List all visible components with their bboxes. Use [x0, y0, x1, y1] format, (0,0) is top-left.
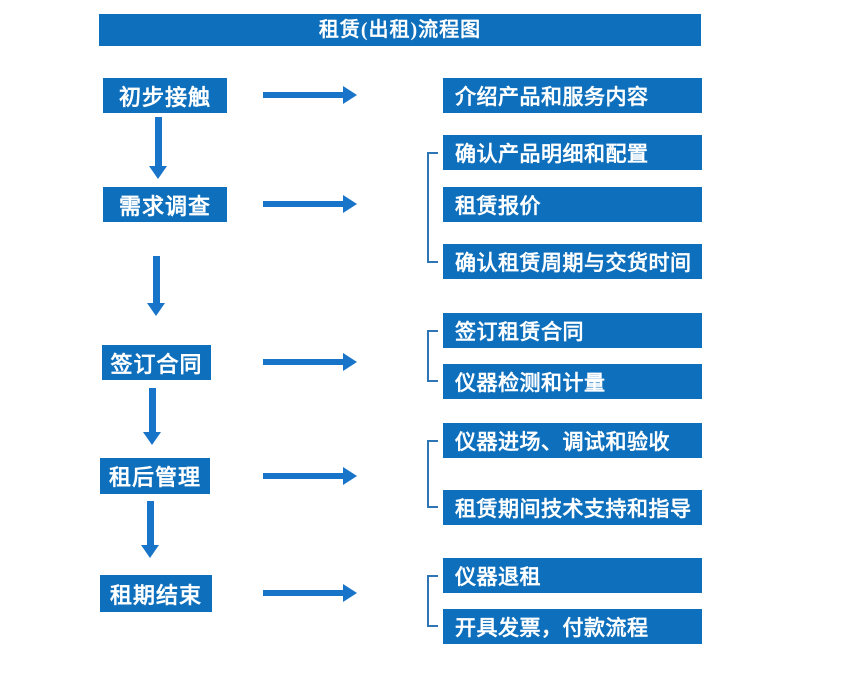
arrow-right-3	[263, 353, 357, 371]
arrow-shaft	[263, 201, 343, 207]
arrow-right-4	[263, 467, 357, 485]
bracket-group-sign-contract	[427, 330, 438, 382]
arrow-head-icon	[343, 467, 357, 485]
detail-box-tech-support: 租赁期间技术支持和指导	[443, 490, 702, 525]
detail-box-confirm-details: 确认产品明细和配置	[443, 135, 702, 170]
arrow-down-2	[147, 256, 165, 316]
step-box-sign-contract: 签订合同	[102, 345, 211, 380]
arrow-right-5	[263, 584, 357, 602]
arrow-shaft	[146, 501, 154, 545]
arrow-shaft	[263, 590, 343, 596]
step-box-rental-end: 租期结束	[100, 575, 212, 612]
step-box-needs-survey: 需求调查	[103, 187, 227, 222]
step-box-initial-contact: 初步接触	[103, 78, 227, 113]
detail-box-instrument-setup: 仪器进场、调试和验收	[443, 423, 702, 458]
arrow-shaft	[148, 388, 156, 432]
bracket-group-post-management	[427, 440, 438, 508]
detail-box-introduce-products: 介绍产品和服务内容	[443, 78, 702, 113]
flowchart-title: 租赁(出租)流程图	[99, 14, 701, 46]
detail-box-instrument-return: 仪器退租	[443, 558, 702, 593]
arrow-down-3	[143, 388, 161, 445]
detail-box-rental-quote: 租赁报价	[443, 187, 702, 222]
arrow-head-icon	[147, 303, 165, 316]
arrow-head-icon	[149, 166, 167, 179]
arrow-down-4	[141, 501, 159, 558]
detail-box-instrument-testing: 仪器检测和计量	[443, 364, 702, 399]
step-box-post-rental-management: 租后管理	[100, 458, 210, 494]
bracket-group-rental-end	[427, 575, 438, 627]
arrow-head-icon	[343, 584, 357, 602]
arrow-right-1	[263, 86, 357, 104]
arrow-down-1	[149, 117, 167, 179]
arrow-shaft	[263, 359, 343, 365]
arrow-head-icon	[141, 545, 159, 558]
detail-box-confirm-period: 确认租赁周期与交货时间	[443, 244, 702, 279]
arrow-shaft	[152, 256, 160, 303]
detail-box-sign-rental-contract: 签订租赁合同	[443, 313, 702, 348]
arrow-head-icon	[343, 86, 357, 104]
bracket-group-needs-survey	[427, 152, 438, 263]
arrow-head-icon	[143, 432, 161, 445]
detail-box-invoice-payment: 开具发票，付款流程	[443, 609, 702, 644]
arrow-head-icon	[343, 353, 357, 371]
arrow-right-2	[263, 195, 357, 213]
arrow-head-icon	[343, 195, 357, 213]
arrow-shaft	[263, 473, 343, 479]
arrow-shaft	[263, 92, 343, 98]
arrow-shaft	[154, 117, 162, 166]
